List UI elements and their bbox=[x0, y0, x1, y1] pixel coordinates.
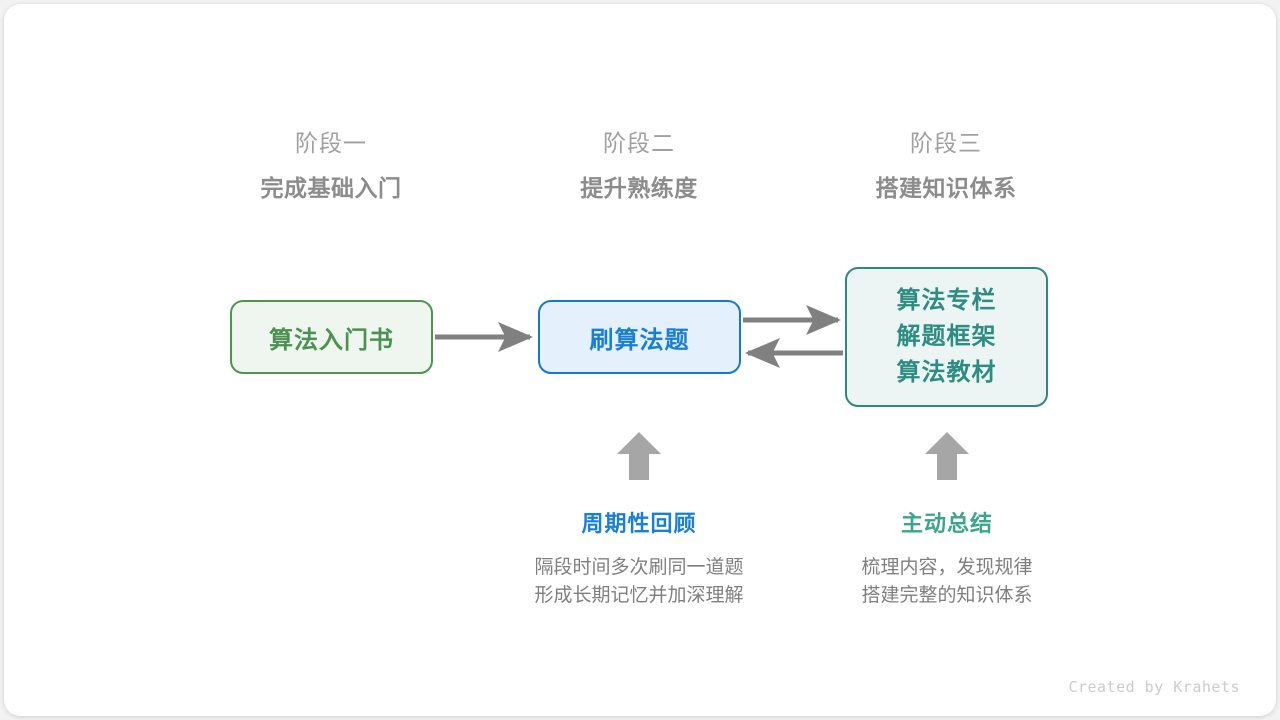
node-practice-problems-label: 刷算法题 bbox=[589, 326, 690, 354]
stage-title-3: 搭建知识体系 bbox=[875, 175, 1017, 201]
node-resources-line-1: 算法专栏 bbox=[896, 287, 997, 314]
node-practice-problems[interactable]: 刷算法题 bbox=[538, 300, 741, 374]
node-resources-line-2: 解题框架 bbox=[896, 323, 997, 350]
annotation-review-desc-line-2: 形成长期记忆并加深理解 bbox=[534, 585, 744, 606]
annotation-periodic-review: 周期性回顾 隔段时间多次刷同一道题 形成长期记忆并加深理解 bbox=[489, 510, 789, 610]
stage-index-2: 阶段二 bbox=[603, 130, 675, 156]
node-resources-line-3: 算法教材 bbox=[896, 359, 997, 386]
stage-header-3: 阶段三 搭建知识体系 bbox=[826, 128, 1066, 204]
annotation-active-summary: 主动总结 梳理内容，发现规律 搭建完整的知识体系 bbox=[797, 510, 1097, 610]
node-intro-book[interactable]: 算法入门书 bbox=[230, 300, 433, 374]
up-arrow-icon-summary bbox=[925, 432, 969, 480]
up-arrow-icon-review bbox=[617, 432, 661, 480]
stage-index-3: 阶段三 bbox=[910, 130, 982, 156]
annotation-summary-desc-line-1: 梳理内容，发现规律 bbox=[861, 557, 1033, 578]
credit-text: Created by Krahets bbox=[1068, 678, 1240, 696]
stage-header-2: 阶段二 提升熟练度 bbox=[519, 128, 759, 204]
node-resources[interactable]: 算法专栏 解题框架 算法教材 bbox=[845, 267, 1048, 407]
stage-header-1: 阶段一 完成基础入门 bbox=[211, 128, 451, 204]
annotation-summary-title: 主动总结 bbox=[900, 511, 993, 536]
annotation-review-title: 周期性回顾 bbox=[581, 511, 697, 536]
annotation-review-description: 隔段时间多次刷同一道题 形成长期记忆并加深理解 bbox=[489, 554, 789, 610]
stage-title-2: 提升熟练度 bbox=[580, 175, 698, 201]
annotation-summary-description: 梳理内容，发现规律 搭建完整的知识体系 bbox=[797, 554, 1097, 610]
annotation-summary-desc-line-2: 搭建完整的知识体系 bbox=[861, 585, 1033, 606]
stage-index-1: 阶段一 bbox=[295, 130, 367, 156]
node-intro-book-label: 算法入门书 bbox=[269, 326, 394, 354]
stage-title-1: 完成基础入门 bbox=[260, 175, 402, 201]
annotation-review-desc-line-1: 隔段时间多次刷同一道题 bbox=[534, 557, 744, 578]
